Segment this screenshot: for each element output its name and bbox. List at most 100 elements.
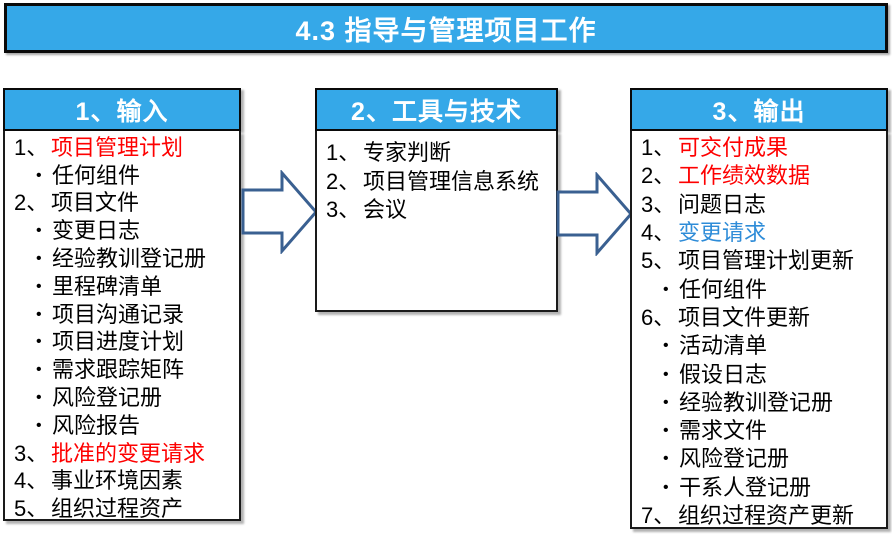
item-number: 7、 (641, 503, 676, 528)
bullet-glyph: • (36, 166, 42, 184)
diagram-title-bar: 4.3 指导与管理项目工作 (4, 3, 888, 53)
item-text: 项目文件 (51, 190, 140, 216)
item-number: 3、 (641, 191, 676, 217)
diagram-title: 4.3 指导与管理项目工作 (295, 15, 597, 46)
outputs-panel-header: 3、输出 (630, 88, 888, 131)
tools-header-label: 2、工具与技术 (351, 97, 522, 126)
item-number: 3、 (14, 440, 49, 466)
list-item: 3、批准的变更请求 (14, 440, 237, 468)
list-item: • 活动清单 (641, 332, 884, 360)
list-item: • 风险报告 (14, 412, 237, 440)
list-item: 5、组织过程资产 (14, 495, 237, 523)
item-number: 5、 (14, 496, 49, 522)
tools-panel-header: 2、工具与技术 (315, 88, 558, 131)
list-item: • 里程碑清单 (14, 273, 237, 301)
outputs-panel-body: 1、可交付成果 2、工作绩效数据 3、问题日志 4、变更请求 5、项目管理计划更… (630, 131, 888, 529)
item-text: 经验教训登记册 (52, 246, 207, 272)
bullet-glyph: • (36, 416, 42, 434)
item-number: 1、 (14, 134, 49, 160)
list-item: • 项目沟通记录 (14, 301, 237, 329)
list-item: • 项目进度计划 (14, 329, 237, 357)
item-number: 2、 (641, 163, 676, 189)
item-text: 活动清单 (679, 333, 768, 359)
list-item: 7、组织过程资产更新 (641, 502, 884, 530)
list-item: 3、问题日志 (641, 191, 884, 219)
bullet-glyph: • (663, 393, 669, 411)
item-text: 经验教训登记册 (679, 389, 834, 415)
item-text: 批准的变更请求 (51, 440, 206, 466)
item-number: 1、 (326, 140, 361, 166)
item-text: 组织过程资产 (51, 496, 184, 522)
list-item: 2、工作绩效数据 (641, 162, 884, 190)
item-text: 会议 (363, 197, 408, 223)
list-item: 1、专家判断 (326, 139, 554, 168)
list-item: • 变更日志 (14, 217, 237, 245)
item-text: 组织过程资产更新 (678, 503, 855, 528)
inputs-header-label: 1、输入 (75, 97, 169, 126)
list-item: • 任何组件 (14, 162, 237, 190)
bullet-glyph: • (663, 280, 669, 298)
list-item: •假设日志 (641, 360, 884, 388)
list-item: 2、项目文件 (14, 190, 237, 218)
item-text: 项目文件更新 (678, 304, 811, 330)
item-text: 工作绩效数据 (678, 163, 811, 189)
flow-arrow-inputs-to-tools (241, 170, 318, 254)
bullet-glyph: • (663, 478, 669, 496)
tools-panel-body: 1、专家判断 2、项目管理信息系统 3、会议 (315, 131, 558, 312)
item-text: 风险登记册 (52, 385, 163, 411)
list-item: • 风险登记册 (14, 384, 237, 412)
outputs-header-label: 3、输出 (712, 97, 806, 126)
item-number: 3、 (326, 197, 361, 223)
flow-arrow-tools-to-outputs (556, 172, 633, 256)
bullet-glyph: • (36, 333, 42, 351)
inputs-panel-header: 1、输入 (3, 88, 241, 131)
item-text: 任何组件 (52, 162, 141, 188)
list-item: • 干系人登记册 (641, 474, 884, 502)
list-item: 2、项目管理信息系统 (326, 168, 554, 197)
item-text: 可交付成果 (678, 135, 789, 161)
list-item: 4、事业环境因素 (14, 468, 237, 496)
list-item: 6、项目文件更新 (641, 304, 884, 332)
item-text: 项目沟通记录 (52, 301, 185, 327)
bullet-glyph: • (36, 389, 42, 407)
list-item: 3、会议 (326, 196, 554, 225)
item-text: 项目管理计划 (51, 134, 184, 160)
item-text: 项目进度计划 (52, 329, 185, 355)
item-number: 4、 (14, 468, 49, 494)
list-item: • 经验教训登记册 (641, 389, 884, 417)
inputs-panel-body: 1、项目管理计划 • 任何组件 2、项目文件 • 变更日志 • 经验教训登记册 • 里程… (3, 131, 241, 521)
bullet-glyph: • (36, 222, 42, 240)
item-text: 任何组件 (679, 276, 768, 302)
list-item: 4、变更请求 (641, 219, 884, 247)
item-number: 6、 (641, 304, 676, 330)
item-text: 需求跟踪矩阵 (52, 357, 185, 383)
item-text: 干系人登记册 (679, 474, 812, 500)
item-number: 4、 (641, 220, 676, 246)
list-item: • 经验教训登记册 (14, 245, 237, 273)
list-item: 1、项目管理计划 (14, 134, 237, 162)
item-text: 风险报告 (52, 412, 141, 438)
list-item: • 需求跟踪矩阵 (14, 356, 237, 384)
bullet-glyph: • (36, 277, 42, 295)
bullet-glyph: • (663, 450, 669, 468)
bullet-glyph: • (36, 361, 42, 379)
list-item: • 需求文件 (641, 417, 884, 445)
item-text: 需求文件 (679, 418, 768, 444)
item-number: 5、 (641, 248, 676, 274)
item-text: 里程碑清单 (52, 273, 163, 299)
bullet-glyph: • (36, 305, 42, 323)
list-item: 1、可交付成果 (641, 134, 884, 162)
item-text: 变更日志 (52, 218, 141, 244)
item-text: 风险登记册 (679, 446, 790, 472)
item-text: 项目管理计划更新 (678, 248, 855, 274)
item-text: 变更请求 (678, 220, 767, 246)
item-number: 2、 (14, 190, 49, 216)
bullet-glyph: • (36, 250, 42, 268)
item-text: 项目管理信息系统 (363, 168, 540, 194)
bullet-glyph: • (663, 337, 669, 355)
bullet-glyph: • (663, 422, 669, 440)
item-text: 问题日志 (678, 191, 767, 217)
item-number: 1、 (641, 135, 676, 161)
item-number: 2、 (326, 168, 361, 194)
